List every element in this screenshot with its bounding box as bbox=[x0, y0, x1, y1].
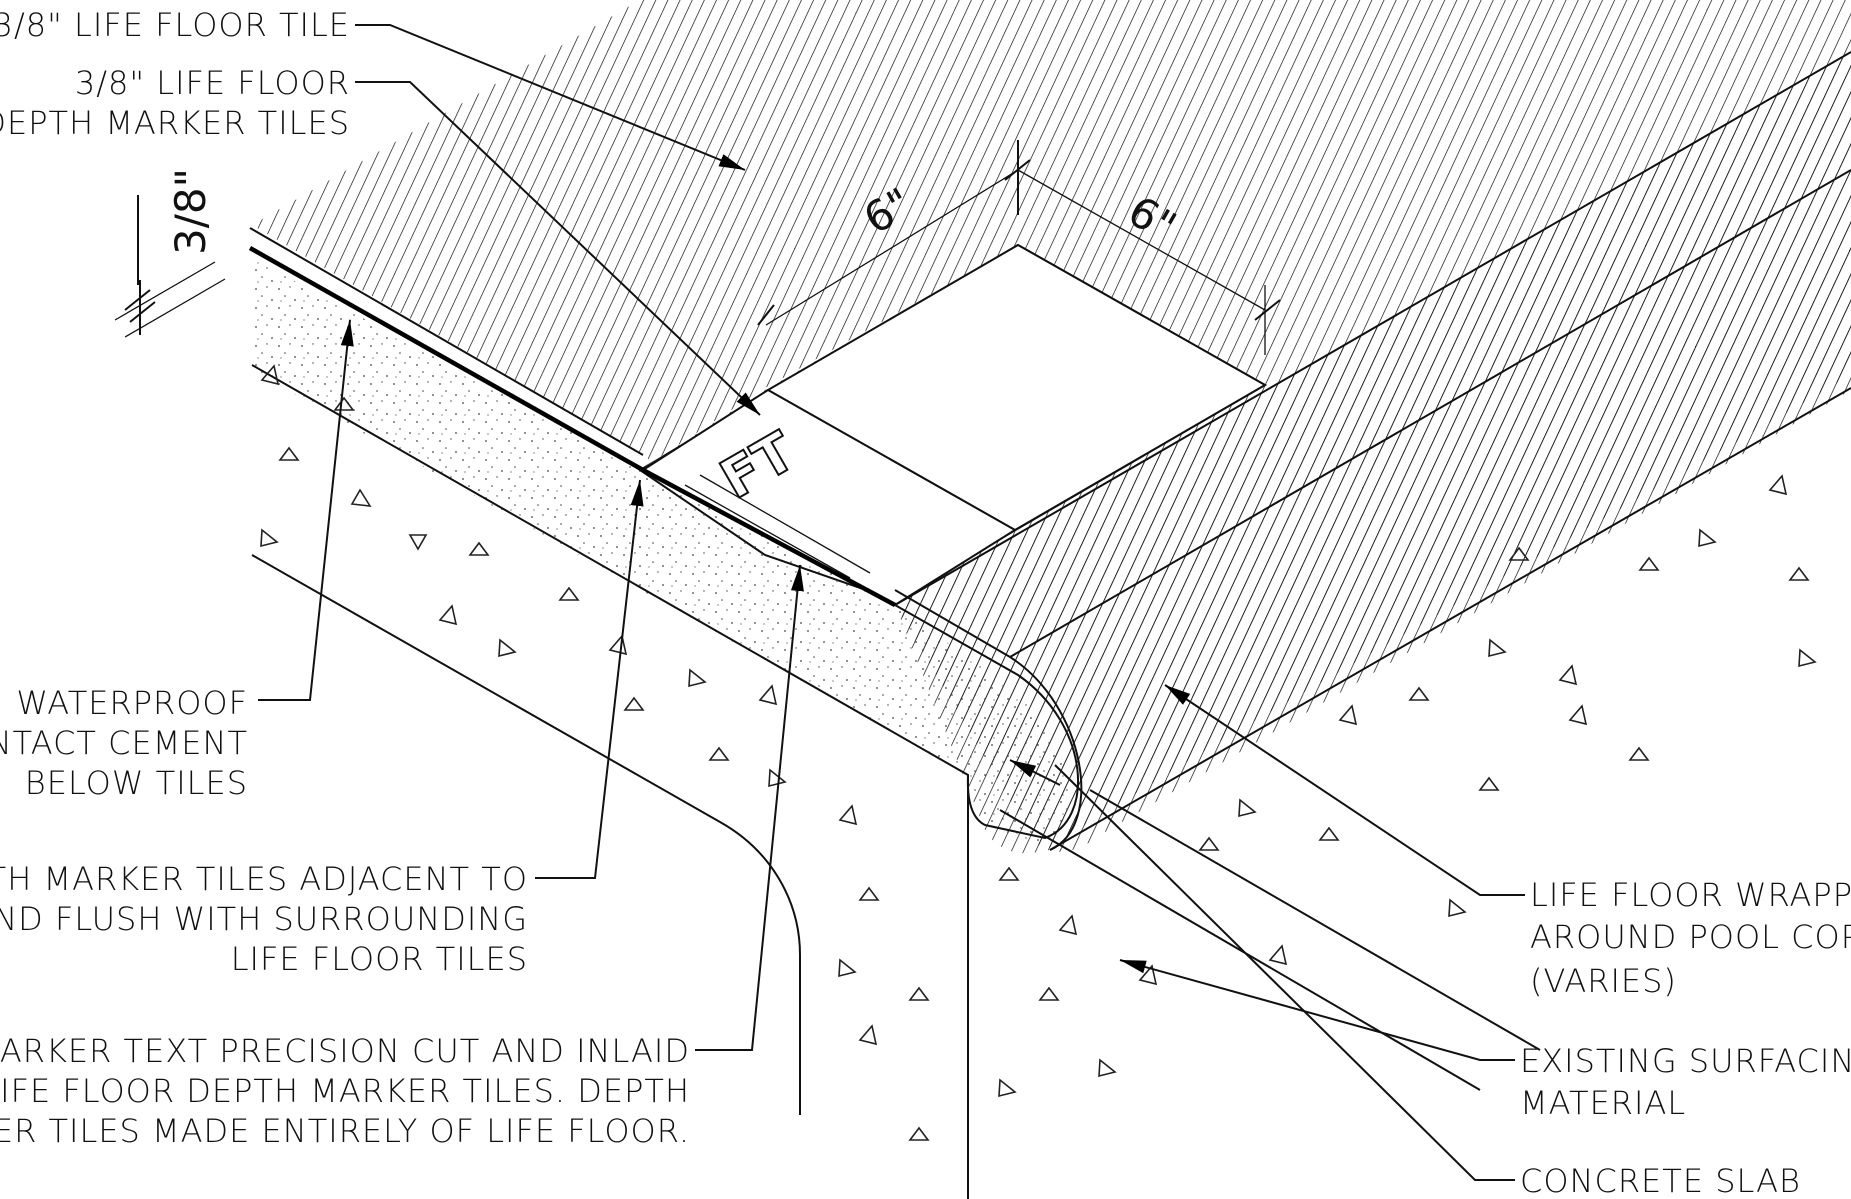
concrete-aggregate-symbols bbox=[260, 364, 1817, 1141]
label-depth-marker-line1: 3/8" LIFE FLOOR bbox=[75, 64, 350, 102]
label-depth-marker-line2: DEPTH MARKER TILES bbox=[0, 104, 350, 142]
label-precision-line3: MARKER TILES MADE ENTIRELY OF LIFE FLOOR… bbox=[0, 1112, 690, 1150]
leader-lines bbox=[258, 24, 1525, 1181]
setting-bed bbox=[252, 258, 1071, 845]
wrapped-coping-hatch bbox=[895, 52, 1851, 852]
thickness-dim-text: 3/8" bbox=[166, 168, 215, 255]
label-adjacent-line2: AND FLUSH WITH SURROUNDING bbox=[0, 900, 528, 938]
concrete-slab-outline bbox=[251, 364, 969, 1199]
coping-face-line bbox=[894, 51, 1851, 606]
label-wrapped-line2: AROUND POOL COPING bbox=[1530, 918, 1851, 956]
coping-arrow bbox=[1009, 759, 1061, 786]
label-waterproof-line2: CONTACT CEMENT bbox=[0, 724, 248, 762]
label-adjacent-line1: DEPTH MARKER TILES ADJACENT TO bbox=[0, 860, 528, 898]
label-waterproof-line3: BELOW TILES bbox=[25, 764, 248, 802]
label-adjacent-line3: LIFE FLOOR TILES bbox=[231, 940, 528, 978]
label-wrapped-line3: (VARIES) bbox=[1530, 962, 1677, 1000]
label-precision-line1: DEPTH MARKER TEXT PRECISION CUT AND INLA… bbox=[0, 1032, 690, 1070]
label-wrapped-line1: LIFE FLOOR WRAPPED bbox=[1530, 876, 1851, 914]
label-existing-line2: MATERIAL bbox=[1520, 1084, 1686, 1122]
label-waterproof-line1: WATERPROOF bbox=[16, 684, 248, 722]
label-precision-line2: INTO LIFE FLOOR DEPTH MARKER TILES. DEPT… bbox=[0, 1072, 690, 1110]
callout-labels: 3/8" LIFE FLOOR TILE 3/8" LIFE FLOOR DEP… bbox=[0, 6, 1851, 1199]
label-concrete-slab: CONCRETE SLAB bbox=[1520, 1162, 1801, 1199]
contact-cement-line bbox=[248, 246, 897, 607]
thickness-dimension: 3/8" bbox=[114, 168, 226, 338]
label-life-floor-tile: 3/8" LIFE FLOOR TILE bbox=[0, 6, 350, 44]
label-existing-line1: EXISTING SURFACING bbox=[1520, 1042, 1851, 1080]
